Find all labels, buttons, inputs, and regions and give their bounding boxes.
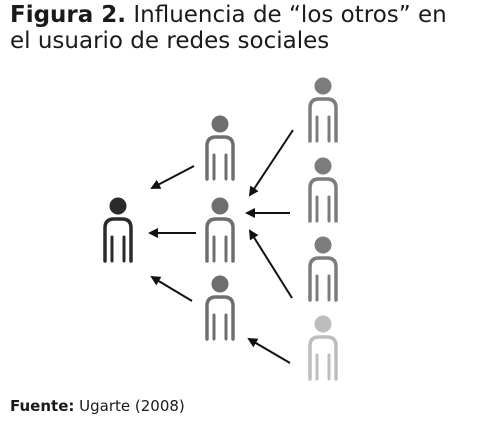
outer-node-1 [308, 76, 338, 143]
arrow-bottom-to-user [150, 275, 193, 302]
peer-node-top [205, 114, 235, 181]
user-node [103, 196, 133, 263]
figure-title: Influencia de “los otros” en el usuario … [10, 2, 447, 54]
figure-label: Figura 2. [10, 2, 127, 28]
outer-node-2 [308, 156, 338, 223]
arrow-outer4-to-bottom [247, 337, 291, 364]
outer-node-3 [308, 235, 338, 302]
figure-source: Fuente: Ugarte (2008) [10, 396, 185, 416]
outer-node-4-faded [308, 314, 338, 381]
peer-node-bottom [205, 274, 235, 341]
figure-caption: Figura 2. Influencia de “los otros” en e… [10, 2, 470, 54]
peer-node-middle [205, 196, 235, 263]
arrow-outer3-to-middle [248, 229, 293, 299]
arrow-outer1-to-middle [248, 129, 294, 197]
source-text: Ugarte (2008) [79, 397, 185, 415]
arrow-top-to-user [150, 165, 195, 189]
source-label: Fuente: [10, 397, 75, 415]
